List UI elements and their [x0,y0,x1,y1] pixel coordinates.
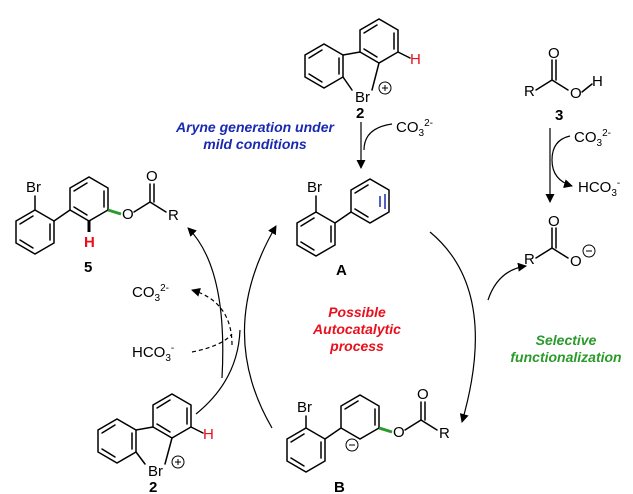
oxygen-ester: O [393,424,405,441]
bromine-label: Br [297,399,312,416]
carbonate-release-arrow [191,287,233,346]
oxygen-carbonyl: O [417,386,429,403]
aryne-generation-note-line1: Aryne generation under [175,119,335,135]
autocatalytic-note-line3: process [329,338,384,354]
bromine-label: Br [148,463,163,480]
arrow-A-to-B [429,231,476,423]
c-o-bond-green [107,208,122,216]
bicarbonate-label: HCO3- [132,343,174,364]
r-label: R [524,83,535,100]
hydrogen-label-red: H [410,51,421,68]
oxygen-carbonyl: O [548,45,560,62]
compound-2-bottom: Br H 2 [97,393,214,494]
bromine-label: Br [355,89,370,106]
compound-2-top: Br H 2 [304,18,421,122]
oxygen-carbonyl: O [548,213,560,230]
c-o-bond-green [378,426,393,434]
oxygen-ester: O [122,206,134,223]
deprotonation-curved-arrow [551,135,573,189]
bromine-label: Br [26,179,41,196]
carbonate-curved-arrow [363,123,393,151]
selective-note-line2: functionalization [510,349,621,365]
r-label: R [524,251,535,268]
hydrogen-label-red: H [203,426,214,443]
carboxylate-attack-arrow [487,262,527,301]
bicarbonate-label: HCO3- [578,178,620,199]
carbanion-minus-icon [345,438,359,452]
bicarbonate-input-arrow [191,333,233,353]
r-label: R [439,425,450,442]
plus-charge-icon [171,455,185,469]
bromine-label: Br [307,179,322,196]
compound-number: 5 [84,259,92,276]
oxygen-carbonyl: O [146,168,158,185]
ring-left [304,43,344,89]
carbonate-label: CO32- [574,128,611,149]
compound-number: 3 [555,107,563,124]
aryne-generation-note-line2: mild conditions [203,136,307,152]
arrow-B-to-A [243,225,277,429]
aryne-intermediate-A: Br A [296,178,390,279]
minus-charge-icon [582,244,596,258]
autocatalytic-note-line1: Possible [328,304,386,320]
autocatalytic-note-line2: Autocatalytic [312,321,401,337]
hydrogen-label: H [592,73,603,90]
product-5: Br H O O R 5 [15,168,179,276]
compound-number: 2 [356,105,364,122]
compound-label: A [336,262,347,279]
arrow-to-product-5 [187,227,224,379]
bromonium-input-arrow [195,329,241,415]
plus-charge-icon [378,81,392,95]
carboxylic-acid-3: R O O H 3 [524,45,603,124]
ring-right [359,18,399,64]
carboxylate-anion: R O O [524,213,596,270]
carbonate-label: CO32- [396,118,433,139]
selective-note-line1: Selective [536,332,597,348]
compound-number: 2 [149,479,157,494]
oxygen-hydroxyl: O [570,85,582,102]
intermediate-B: Br O O R B [286,386,450,494]
hydrogen-label-red: H [84,234,95,251]
r-label: R [168,207,179,224]
compound-label: B [334,479,345,494]
oxygen-anion: O [570,253,582,270]
carbonate-label: CO32- [132,283,169,304]
